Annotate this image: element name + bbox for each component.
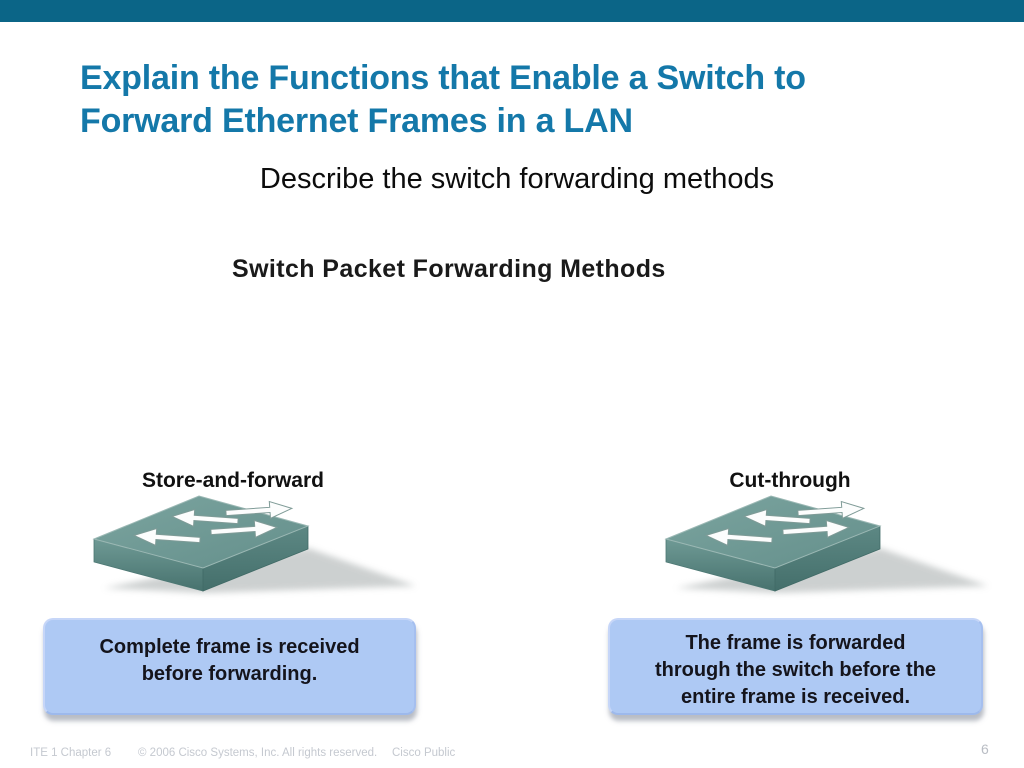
footer-chapter-label: ITE 1 Chapter 6: [30, 747, 112, 759]
slide-title-line-2: Forward Ethernet Frames in a LAN: [80, 102, 633, 140]
method-label-cut-through: Cut-through: [729, 469, 851, 492]
description-box-store-and-forward: Complete frame is received before forwar…: [43, 618, 416, 715]
description-line: before forwarding.: [141, 663, 318, 685]
switch-body: [92, 495, 310, 592]
figure-title: Switch Packet Forwarding Methods: [232, 255, 666, 283]
description-box-cut-through: The frame is forwarded through the switc…: [608, 618, 983, 715]
network-switch-icon: [92, 495, 416, 593]
description-line: Complete frame is received: [99, 636, 360, 658]
description-line: through the switch before the: [654, 659, 937, 681]
description-line: The frame is forwarded: [685, 632, 906, 654]
network-switch-icon: [664, 495, 988, 593]
slide-page-number: 6: [981, 741, 989, 757]
slide-header-bar: [0, 0, 1024, 22]
footer-copyright: © 2006 Cisco Systems, Inc. All rights re…: [138, 747, 378, 759]
switch-body: [664, 495, 882, 592]
method-label-store-and-forward: Store-and-forward: [141, 469, 324, 492]
footer-classification: Cisco Public: [392, 747, 456, 759]
slide-subtitle: Describe the switch forwarding methods: [259, 163, 775, 195]
slide-title-line-1: Explain the Functions that Enable a Swit…: [80, 59, 806, 97]
slide-title: Explain the Functions that Enable a Swit…: [80, 57, 980, 143]
description-line: entire frame is received.: [680, 686, 910, 708]
